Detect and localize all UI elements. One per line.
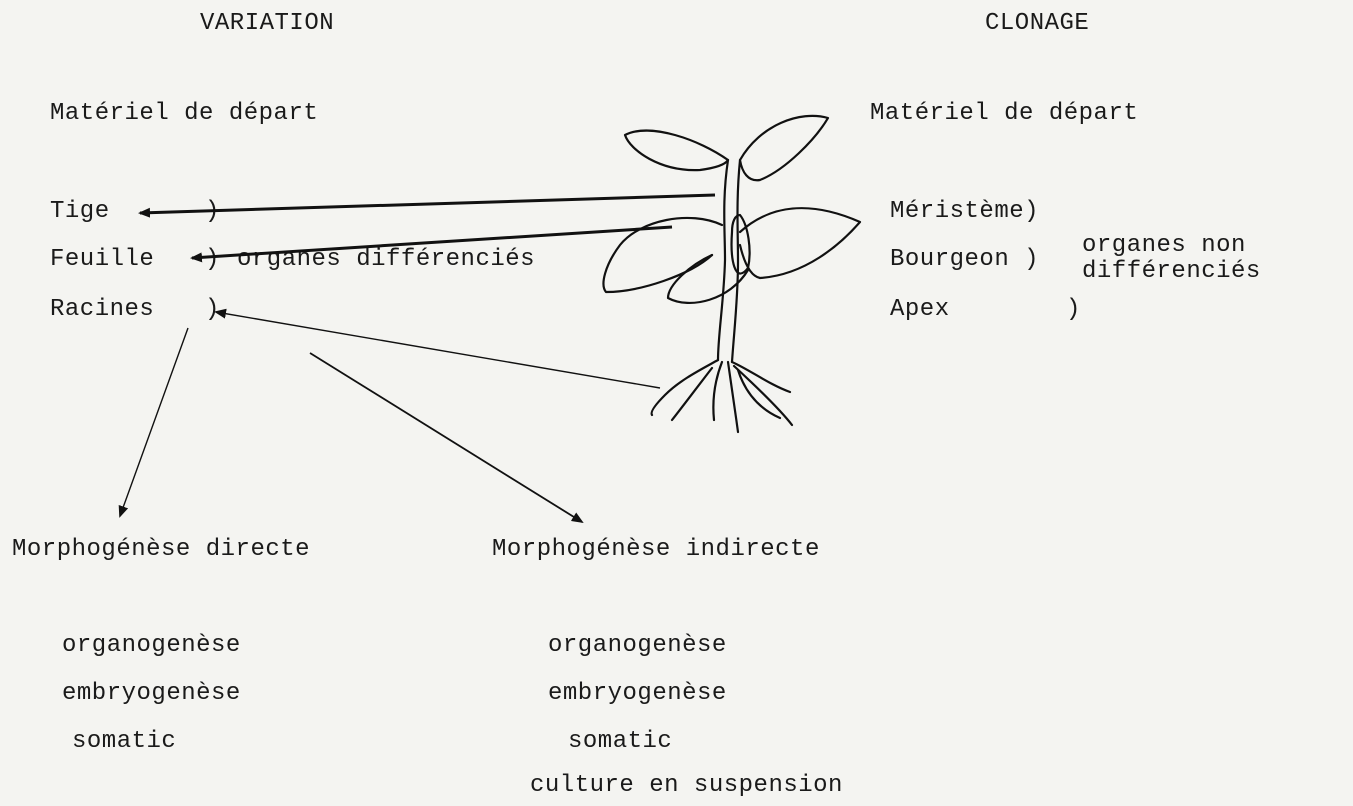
arrow-to-directe <box>120 328 188 516</box>
plant-top-left-leaf <box>625 131 728 171</box>
arrow-to-indirecte <box>310 353 582 522</box>
plant-stem <box>718 160 728 360</box>
plant-roots <box>652 360 718 415</box>
arrow-leaf-to-feuille <box>192 227 672 258</box>
arrow-stem-to-tige <box>140 195 715 213</box>
plant-lower-right-leaf <box>740 208 860 278</box>
arrow-root-to-racines <box>216 312 660 388</box>
plant-top-right-leaf <box>740 116 828 180</box>
